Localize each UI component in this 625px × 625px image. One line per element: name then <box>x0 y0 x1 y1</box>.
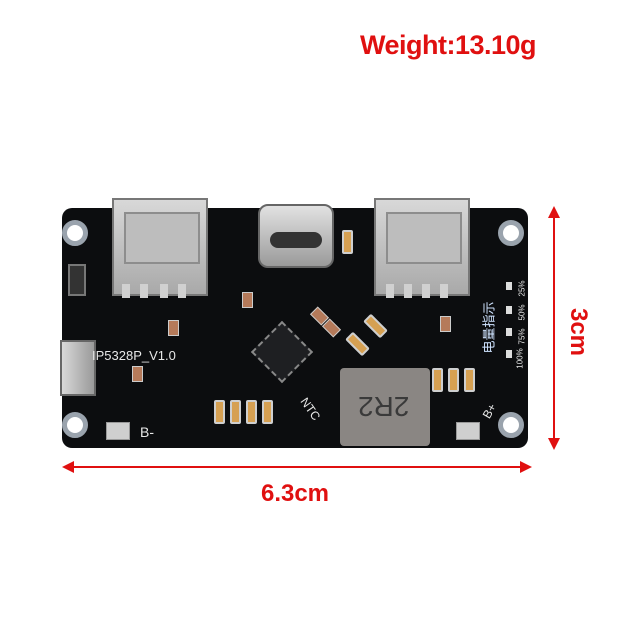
led-75 <box>506 328 512 336</box>
led-label-100: 100% <box>515 348 525 369</box>
button-switch <box>68 264 86 296</box>
battery-indicator-label: 电量指示 <box>481 301 497 354</box>
led-50 <box>506 306 512 314</box>
ntc-label: NTC <box>297 394 324 424</box>
model-label: IP5328P_V1.0 <box>92 348 176 363</box>
height-dimension-line <box>553 210 555 446</box>
arrow-up-icon <box>548 206 560 218</box>
b-plus-label: B+ <box>479 400 500 422</box>
usb-a-port-right <box>374 198 470 296</box>
b-minus-pad <box>106 422 130 440</box>
inductor-label: 2R2 <box>358 391 410 422</box>
arrow-down-icon <box>548 438 560 450</box>
b-minus-label: B- <box>140 424 154 440</box>
height-label: 3cm <box>565 307 592 357</box>
width-label: 6.3cm <box>260 480 330 507</box>
inductor: 2R2 <box>340 368 430 446</box>
mounting-hole <box>62 220 88 246</box>
usb-c-port <box>258 204 334 268</box>
led-label-75: 75% <box>517 328 527 345</box>
micro-usb-port <box>60 340 96 396</box>
b-plus-pad <box>456 422 480 440</box>
weight-label: Weight:13.10g <box>360 30 537 60</box>
led-100 <box>506 350 512 358</box>
ip5328p-chip <box>250 320 314 384</box>
led-label-25: 25% <box>517 280 527 297</box>
usb-a-port-left <box>112 198 208 296</box>
pcb-board: 2R2 IP5328P_V1.0 B- NTC B+ 电量指示 100% 75%… <box>60 198 528 448</box>
arrow-left-icon <box>62 461 74 473</box>
mounting-hole <box>498 220 524 246</box>
mounting-hole <box>62 412 88 438</box>
width-dimension-line <box>66 466 528 468</box>
led-25 <box>506 282 512 290</box>
led-label-50: 50% <box>517 304 527 321</box>
arrow-right-icon <box>520 461 532 473</box>
mounting-hole <box>498 412 524 438</box>
